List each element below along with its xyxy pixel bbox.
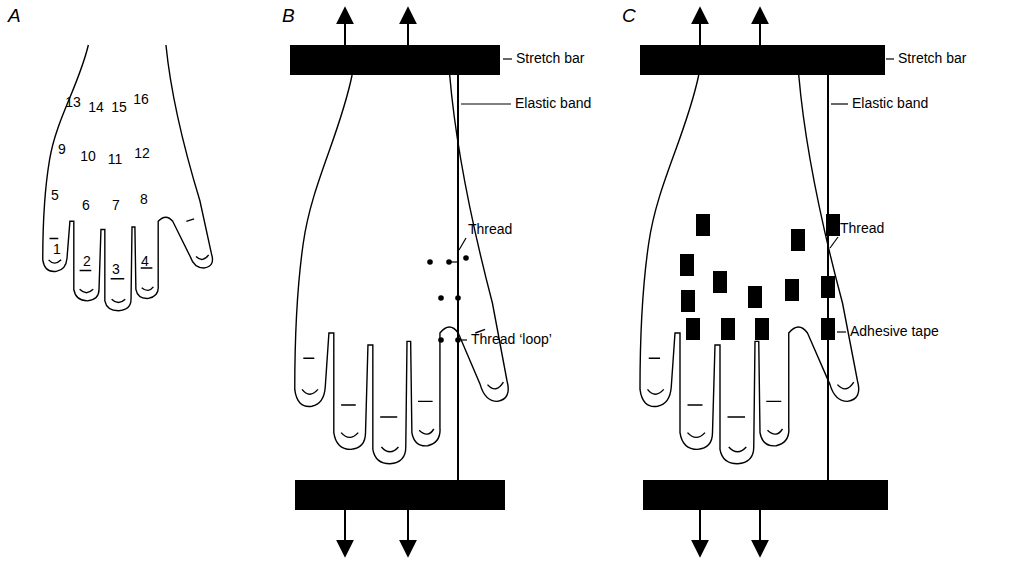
callout-number: 7 [112, 198, 120, 213]
adhesive-tape-strips [680, 214, 840, 340]
leader-lines [449, 59, 512, 340]
stretch-bar [640, 45, 885, 75]
part-label: Elastic band [852, 96, 928, 111]
callout-number: 13 [65, 95, 81, 110]
callout-number: 2 [83, 254, 91, 269]
part-label: Stretch bar [516, 51, 584, 66]
hand-outline [640, 75, 859, 464]
panel-letter: A [8, 6, 21, 27]
stretch-bar [643, 480, 888, 510]
callout-number: 5 [51, 188, 59, 203]
callout-number: 6 [82, 198, 90, 213]
panel-letter: C [622, 6, 636, 27]
stretch-arrows [345, 8, 408, 556]
part-label: Stretch bar [898, 51, 966, 66]
hand-outline [43, 45, 213, 311]
stretch-arrows [700, 8, 760, 556]
stretch-bar [290, 45, 500, 75]
part-label: Thread [468, 222, 512, 237]
callout-number: 3 [112, 262, 120, 277]
callout-number: 16 [133, 92, 149, 107]
callout-number: 12 [134, 146, 150, 161]
part-label: Elastic band [515, 96, 591, 111]
hand-outline [295, 75, 509, 464]
callout-number: 4 [141, 254, 149, 269]
callout-number: 8 [140, 192, 148, 207]
elastic-band [457, 75, 459, 480]
panel-letter: B [282, 6, 295, 27]
callout-number: 11 [108, 152, 123, 167]
callout-number: 9 [58, 142, 66, 157]
callout-number: 14 [88, 100, 104, 115]
part-label: Thread [840, 221, 884, 236]
callout-number: 10 [80, 149, 96, 164]
thread-dots [427, 255, 469, 343]
callout-number: 15 [111, 100, 127, 115]
callout-number: 1 [53, 242, 61, 257]
part-label: Thread ‘loop’ [471, 332, 552, 347]
part-label: Adhesive tape [850, 324, 939, 339]
stretch-bar [295, 480, 505, 510]
